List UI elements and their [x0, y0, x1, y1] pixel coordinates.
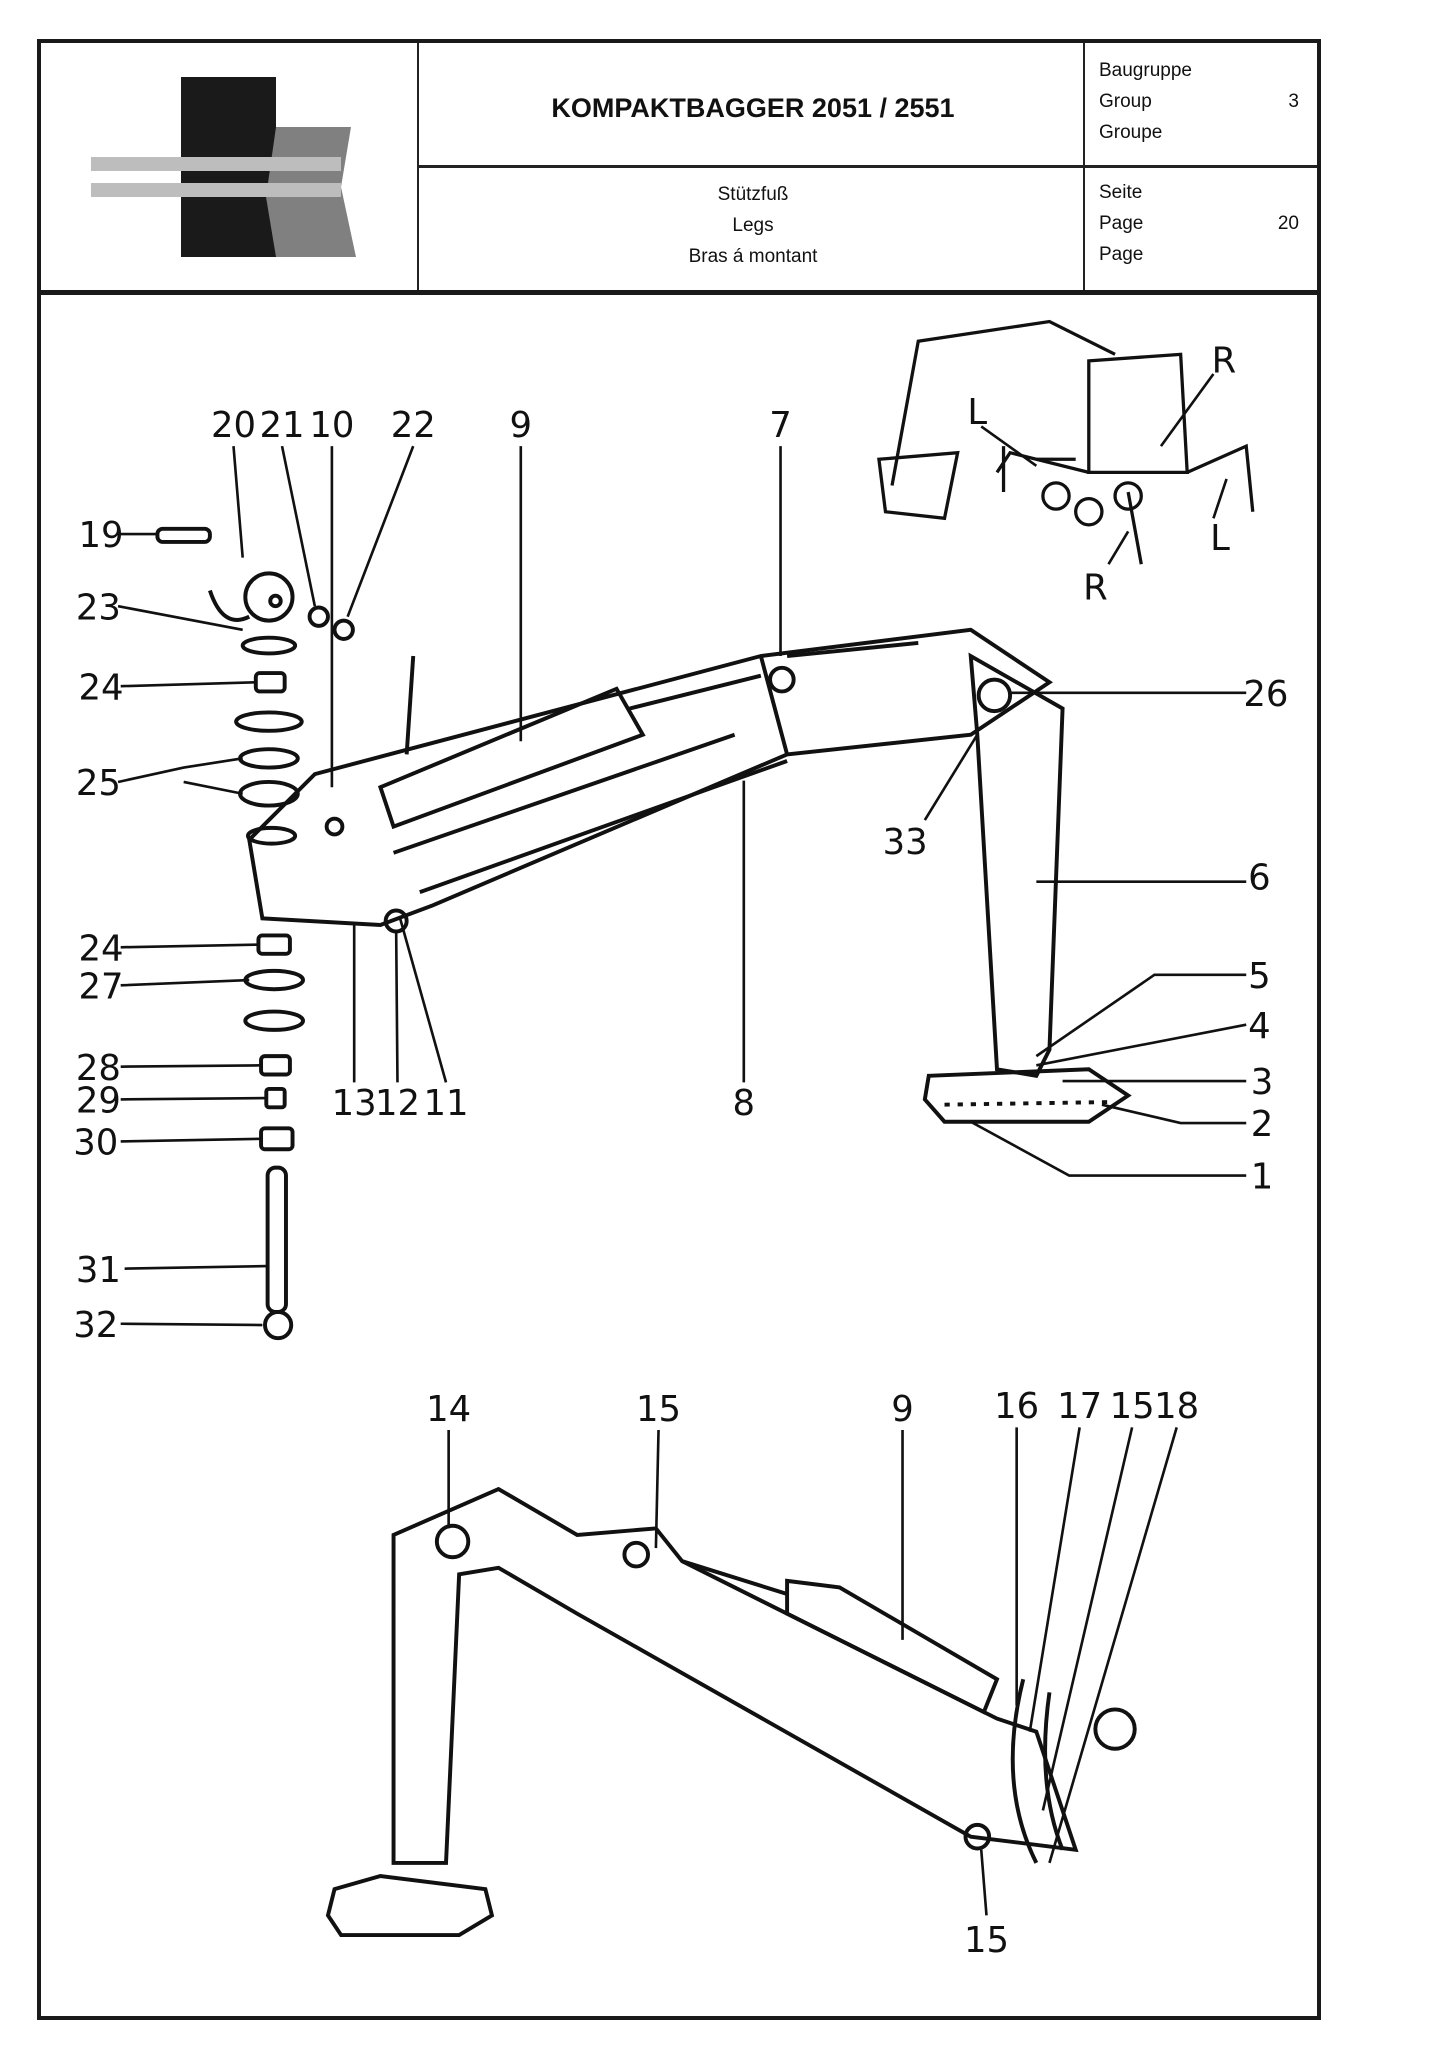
callout: 16: [994, 1386, 1039, 1427]
callout: 15: [636, 1389, 681, 1430]
callout: 30: [73, 1123, 118, 1164]
callout: 23: [76, 587, 121, 628]
callout: 9: [891, 1389, 914, 1430]
inset-label-r: R: [1083, 568, 1108, 609]
callout: 3: [1251, 1062, 1274, 1103]
page-label-fr: Page: [1099, 244, 1144, 265]
subtitle-de: Stützfuß: [717, 184, 789, 205]
group-label-fr: Groupe: [1099, 122, 1163, 143]
section-subtitle: Stützfuß Legs Bras á montant: [421, 179, 1085, 272]
callout: 25: [76, 763, 121, 804]
page-label-de: Seite: [1099, 182, 1143, 203]
inset-label-r: R: [1212, 341, 1237, 382]
callout: 15: [1110, 1386, 1155, 1427]
callout: 28: [76, 1048, 121, 1089]
callout: 2: [1251, 1104, 1274, 1145]
callout: 1: [1251, 1157, 1274, 1198]
page-label-en: Page: [1099, 213, 1144, 234]
callout: 19: [78, 515, 123, 556]
inset-label-l: L: [967, 392, 987, 433]
document-title: KOMPAKTBAGGER 2051 / 2551: [551, 93, 955, 123]
callout: 12: [375, 1083, 420, 1124]
callout: 7: [769, 405, 792, 446]
callout: 26: [1243, 674, 1288, 715]
callout: 29: [76, 1081, 121, 1122]
callout: 21: [260, 405, 305, 446]
machine-overview-inset: [877, 319, 1255, 565]
callout: 20: [211, 405, 256, 446]
callout: 5: [1248, 956, 1271, 997]
callout-labels-top: 20 21 10 22 9 7 19 23 24 25 24 27 28 29 …: [73, 405, 1288, 1346]
callout: 32: [73, 1305, 118, 1346]
callout: 17: [1057, 1386, 1102, 1427]
callout: 24: [78, 928, 123, 969]
callout: 14: [426, 1389, 471, 1430]
callout: 18: [1154, 1386, 1199, 1427]
inset-labels: R L L R: [967, 341, 1236, 609]
callout: 10: [309, 405, 354, 446]
inset-label-l: L: [1210, 518, 1230, 559]
page-value: 20: [1277, 213, 1299, 234]
callout: 33: [883, 822, 928, 863]
group-cell: Baugruppe Group 3 Groupe: [1099, 55, 1299, 148]
drawing-frame: KOMPAKTBAGGER 2051 / 2551 Stützfuß Legs …: [37, 39, 1321, 2020]
callout: 15: [964, 1920, 1009, 1961]
page-cell: Seite Page 20 Page: [1099, 177, 1299, 270]
pin-stack-drawing: [155, 526, 355, 1341]
callout: 6: [1248, 858, 1271, 899]
title-block: KOMPAKTBAGGER 2051 / 2551 Stützfuß Legs …: [41, 43, 1317, 295]
callout: 22: [391, 405, 436, 446]
callout: 27: [78, 966, 123, 1007]
callout: 31: [76, 1250, 121, 1291]
subtitle-fr: Bras á montant: [688, 246, 818, 267]
leg-arm-drawing: [247, 627, 1132, 1124]
callout: 9: [510, 405, 533, 446]
callout: 13: [332, 1083, 377, 1124]
subtitle-en: Legs: [732, 215, 774, 236]
group-value: 3: [1288, 91, 1299, 112]
callout: 24: [78, 667, 123, 708]
callout: 11: [423, 1083, 468, 1124]
leader-lines: [117, 373, 1247, 1916]
leg-arm-rear-view-drawing: [325, 1486, 1137, 1938]
group-label-de: Baugruppe: [1099, 60, 1192, 81]
callout: 4: [1248, 1006, 1271, 1047]
callout: 8: [733, 1083, 756, 1124]
group-label-en: Group: [1099, 91, 1152, 112]
callout-labels-bottom: 14 15 9 16 17 15 18 15: [426, 1386, 1199, 1961]
company-logo: [91, 77, 356, 257]
